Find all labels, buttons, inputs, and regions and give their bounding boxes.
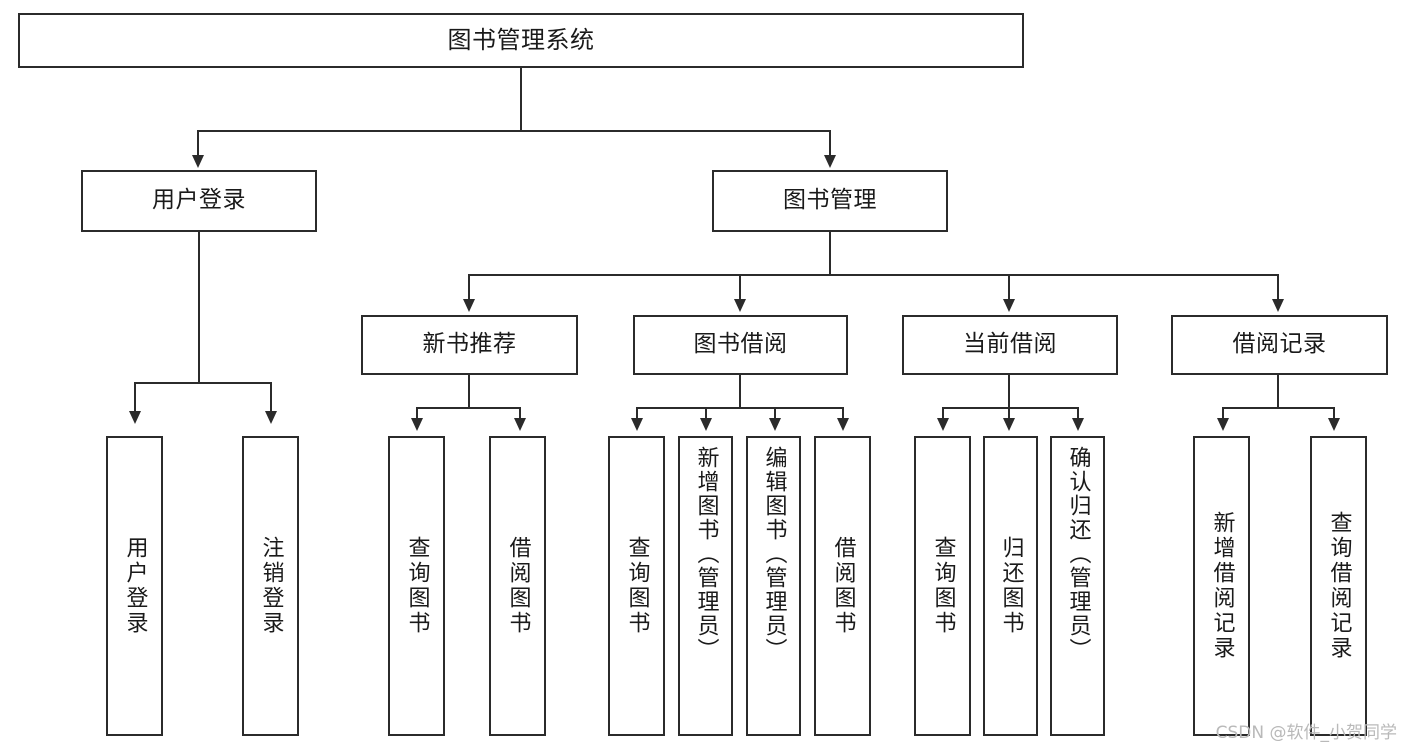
connector-cb-leaf-2 <box>1008 407 1010 421</box>
connector-cb-leaf-3 <box>1077 407 1079 421</box>
csdn-watermark: CSDN @软件_小贺同学 <box>1215 723 1397 743</box>
arrowhead-icon <box>1003 418 1015 431</box>
arrowhead-icon <box>837 418 849 431</box>
node-label: 注销登录 <box>258 536 284 636</box>
arrowhead-icon <box>700 418 712 431</box>
connector-nbr-bus <box>416 407 521 409</box>
node-label: 查询图书 <box>624 536 650 636</box>
arrowhead-icon <box>463 299 475 312</box>
arrowhead-icon <box>1328 418 1340 431</box>
leaf-query-book-recommend[interactable]: 查询图书 <box>388 436 445 736</box>
node-current-borrow[interactable]: 当前借阅 <box>902 315 1118 375</box>
connector-bm-to-book-borrow <box>739 274 741 302</box>
connector-user-login-leaf-2 <box>270 382 272 414</box>
connector-bb-leaf-1 <box>636 407 638 421</box>
node-label: 查询借阅记录 <box>1326 511 1352 661</box>
connector-user-login-stem <box>198 232 200 382</box>
leaf-borrow-book[interactable]: 借阅图书 <box>814 436 871 736</box>
connector-book-management-bus <box>468 274 1279 276</box>
node-label: 当前借阅 <box>963 331 1057 358</box>
connector-bb-bus <box>636 407 844 409</box>
connector-user-login-leaf-1 <box>134 382 136 414</box>
connector-root-to-user-login <box>197 130 199 158</box>
leaf-confirm-return[interactable]: 确认归还（管理员） <box>1050 436 1105 736</box>
connector-bb-stem <box>739 375 741 407</box>
node-label: 编辑图书（管理员） <box>761 446 787 662</box>
connector-bb-leaf-4 <box>842 407 844 421</box>
leaf-user-login[interactable]: 用户登录 <box>106 436 163 736</box>
arrowhead-icon <box>734 299 746 312</box>
node-label: 新增图书（管理员） <box>693 446 719 662</box>
arrowhead-icon <box>129 411 141 424</box>
node-root-book-management-system[interactable]: 图书管理系统 <box>18 13 1024 68</box>
connector-cb-bus <box>942 407 1079 409</box>
connector-bb-leaf-3 <box>774 407 776 421</box>
leaf-add-book[interactable]: 新增图书（管理员） <box>678 436 733 736</box>
arrowhead-icon <box>265 411 277 424</box>
arrowhead-icon <box>1272 299 1284 312</box>
connector-bm-to-borrow-record <box>1277 274 1279 302</box>
node-new-book-recommend[interactable]: 新书推荐 <box>361 315 578 375</box>
connector-root-bus <box>197 130 831 132</box>
node-label: 新增借阅记录 <box>1209 511 1235 661</box>
node-label: 查询图书 <box>404 536 430 636</box>
connector-br-leaf-1 <box>1222 407 1224 421</box>
node-book-management[interactable]: 图书管理 <box>712 170 948 232</box>
arrowhead-icon <box>1217 418 1229 431</box>
connector-nbr-stem <box>468 375 470 407</box>
arrowhead-icon <box>1003 299 1015 312</box>
connector-cb-leaf-1 <box>942 407 944 421</box>
node-user-login[interactable]: 用户登录 <box>81 170 317 232</box>
connector-nbr-leaf-2 <box>519 407 521 421</box>
arrowhead-icon <box>824 155 836 168</box>
connector-bb-leaf-2 <box>705 407 707 421</box>
connector-root-to-book-management <box>829 130 831 158</box>
leaf-borrow-book-recommend[interactable]: 借阅图书 <box>489 436 546 736</box>
connector-bm-to-current-borrow <box>1008 274 1010 302</box>
connector-br-bus <box>1222 407 1335 409</box>
node-label: 查询图书 <box>930 536 956 636</box>
node-label: 用户登录 <box>122 536 148 636</box>
node-label: 归还图书 <box>998 536 1024 636</box>
leaf-add-borrow-record[interactable]: 新增借阅记录 <box>1193 436 1250 736</box>
leaf-query-book-borrow[interactable]: 查询图书 <box>608 436 665 736</box>
node-label: 用户登录 <box>152 187 246 214</box>
arrowhead-icon <box>514 418 526 431</box>
leaf-query-book-current[interactable]: 查询图书 <box>914 436 971 736</box>
node-label: 图书借阅 <box>693 331 788 358</box>
arrowhead-icon <box>1072 418 1084 431</box>
connector-user-login-bus <box>134 382 270 384</box>
connector-root-stem <box>520 68 522 130</box>
leaf-return-book[interactable]: 归还图书 <box>983 436 1038 736</box>
node-book-borrow[interactable]: 图书借阅 <box>633 315 848 375</box>
connector-book-management-stem <box>829 232 831 274</box>
arrowhead-icon <box>192 155 204 168</box>
connector-cb-stem <box>1008 375 1010 407</box>
node-borrow-record[interactable]: 借阅记录 <box>1171 315 1388 375</box>
node-label: 图书管理 <box>783 187 877 214</box>
node-label: 确认归还（管理员） <box>1065 446 1091 662</box>
node-label: 借阅图书 <box>830 536 856 636</box>
arrowhead-icon <box>769 418 781 431</box>
node-label: 新书推荐 <box>422 331 517 358</box>
leaf-logout-login[interactable]: 注销登录 <box>242 436 299 736</box>
connector-br-leaf-2 <box>1333 407 1335 421</box>
arrowhead-icon <box>411 418 423 431</box>
arrowhead-icon <box>631 418 643 431</box>
node-label: 借阅图书 <box>505 536 531 636</box>
arrowhead-icon <box>937 418 949 431</box>
leaf-query-borrow-record[interactable]: 查询借阅记录 <box>1310 436 1367 736</box>
node-label: 图书管理系统 <box>447 26 595 55</box>
node-label: 借阅记录 <box>1232 331 1327 358</box>
leaf-edit-book[interactable]: 编辑图书（管理员） <box>746 436 801 736</box>
connector-br-stem <box>1277 375 1279 407</box>
connector-bm-to-new-book <box>468 274 470 302</box>
connector-nbr-leaf-1 <box>416 407 418 421</box>
